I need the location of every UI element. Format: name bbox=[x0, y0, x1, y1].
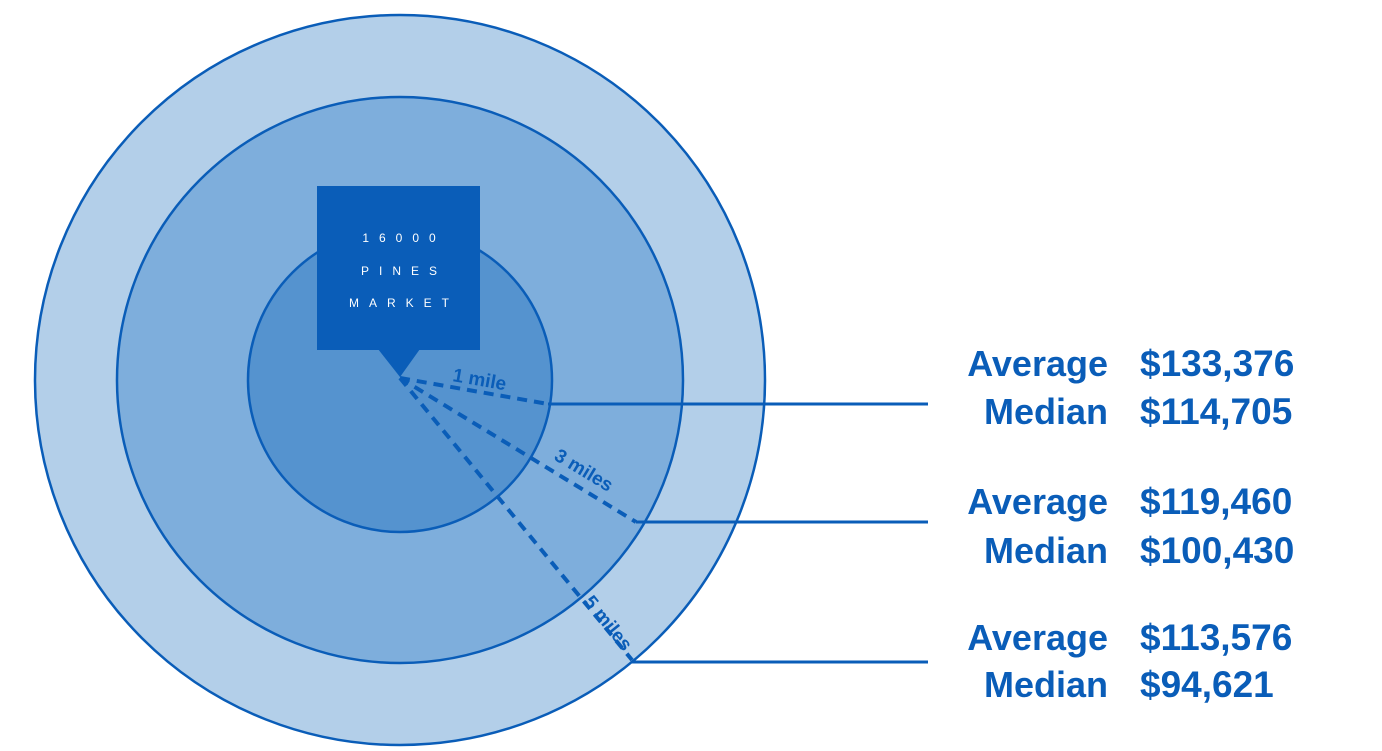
pin-box bbox=[317, 186, 480, 350]
average-label: Average bbox=[967, 617, 1108, 658]
median-label: Median bbox=[984, 664, 1108, 705]
stats-3-miles: Average $119,460 Median $100,430 bbox=[967, 481, 1294, 571]
average-value: $133,376 bbox=[1140, 343, 1294, 384]
stats-1-mile: Average $133,376 Median $114,705 bbox=[967, 343, 1294, 432]
average-value: $113,576 bbox=[1140, 617, 1292, 658]
pin-line-1: 16000 bbox=[362, 231, 445, 245]
location-pin: 16000 PINES MARKET bbox=[317, 186, 480, 377]
median-value: $100,430 bbox=[1140, 530, 1294, 571]
median-label: Median bbox=[984, 530, 1108, 571]
median-value: $94,621 bbox=[1140, 664, 1274, 705]
radius-line-3-miles bbox=[398, 376, 638, 524]
average-label: Average bbox=[967, 343, 1108, 384]
stats-5-miles: Average $113,576 Median $94,621 bbox=[967, 617, 1292, 705]
radius-line-1-mile bbox=[399, 376, 549, 406]
radius-line-5-miles bbox=[398, 376, 634, 662]
pin-line-3: MARKET bbox=[349, 296, 459, 310]
average-label: Average bbox=[967, 481, 1108, 522]
pin-pointer-icon bbox=[378, 349, 420, 377]
average-value: $119,460 bbox=[1140, 481, 1292, 522]
pin-line-2: PINES bbox=[361, 264, 447, 278]
median-label: Median bbox=[984, 391, 1108, 432]
median-value: $114,705 bbox=[1140, 391, 1292, 432]
